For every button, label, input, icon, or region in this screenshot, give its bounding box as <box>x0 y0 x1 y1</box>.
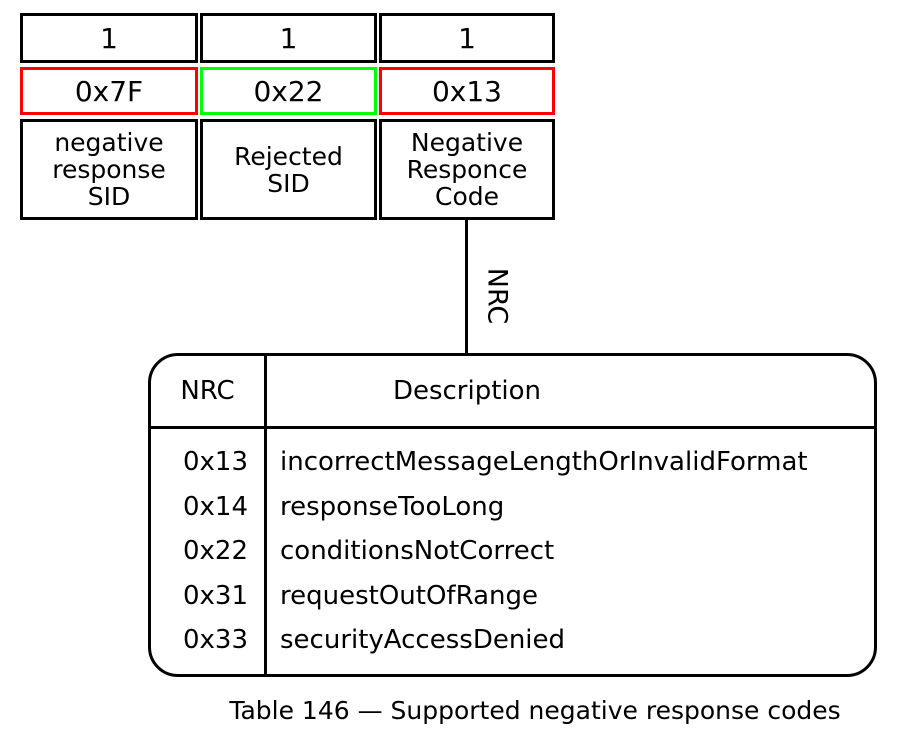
nrc-table-row: 0x13 incorrectMessageLengthOrInvalidForm… <box>151 440 874 485</box>
byte-label-cell-3: Negative Responce Code <box>379 119 555 220</box>
byte-label-line: Code <box>434 182 499 211</box>
nrc-table-header-description: Description <box>392 376 542 406</box>
nrc-row-description: incorrectMessageLengthOrInvalidFormat <box>280 447 808 478</box>
byte-label-cell-1: negative response SID <box>20 119 198 220</box>
nrc-table-row: 0x31 requestOutOfRange <box>151 574 874 619</box>
nrc-row-code: 0x31 <box>182 580 248 611</box>
byte-value-cell-3: 0x13 <box>379 67 555 115</box>
byte-label-line: SID <box>87 182 131 211</box>
figure-caption: Table 146 — Supported negative response … <box>229 696 841 725</box>
byte-size-cell-3: 1 <box>379 13 555 63</box>
nrc-table: NRC Description 0x13 incorrectMessageLen… <box>148 353 877 677</box>
byte-label-line: negative <box>54 128 164 157</box>
nrc-row-code: 0x13 <box>182 447 248 478</box>
byte-label-cell-2: Rejected SID <box>200 119 377 220</box>
byte-size-cell-1: 1 <box>20 13 198 63</box>
nrc-row-description: requestOutOfRange <box>280 580 538 611</box>
nrc-table-row: 0x14 responseTooLong <box>151 485 874 530</box>
byte-label-line: Negative <box>410 128 524 157</box>
nrc-connector-label: NRC <box>481 267 513 325</box>
nrc-table-rows: 0x13 incorrectMessageLengthOrInvalidForm… <box>151 440 874 663</box>
nrc-connector-line <box>465 220 468 355</box>
nrc-table-header-code: NRC <box>180 376 235 406</box>
nrc-table-header-divider <box>151 426 874 429</box>
nrc-row-description: conditionsNotCorrect <box>280 536 555 567</box>
nrc-table-column-divider <box>264 356 267 674</box>
byte-label-line: response <box>52 155 166 184</box>
byte-label-line: Rejected <box>234 141 343 171</box>
byte-value-cell-2: 0x22 <box>200 67 377 115</box>
byte-label-line: Responce <box>406 155 528 184</box>
nrc-row-code: 0x14 <box>182 491 248 522</box>
byte-label-line: SID <box>267 168 310 198</box>
nrc-row-code: 0x22 <box>182 536 248 567</box>
nrc-row-code: 0x33 <box>182 625 248 656</box>
nrc-table-row: 0x22 conditionsNotCorrect <box>151 529 874 574</box>
nrc-row-description: securityAccessDenied <box>280 625 566 656</box>
byte-value-cell-1: 0x7F <box>20 67 198 115</box>
nrc-table-row: 0x33 securityAccessDenied <box>151 618 874 663</box>
nrc-row-description: responseTooLong <box>280 491 505 522</box>
byte-size-cell-2: 1 <box>200 13 377 63</box>
